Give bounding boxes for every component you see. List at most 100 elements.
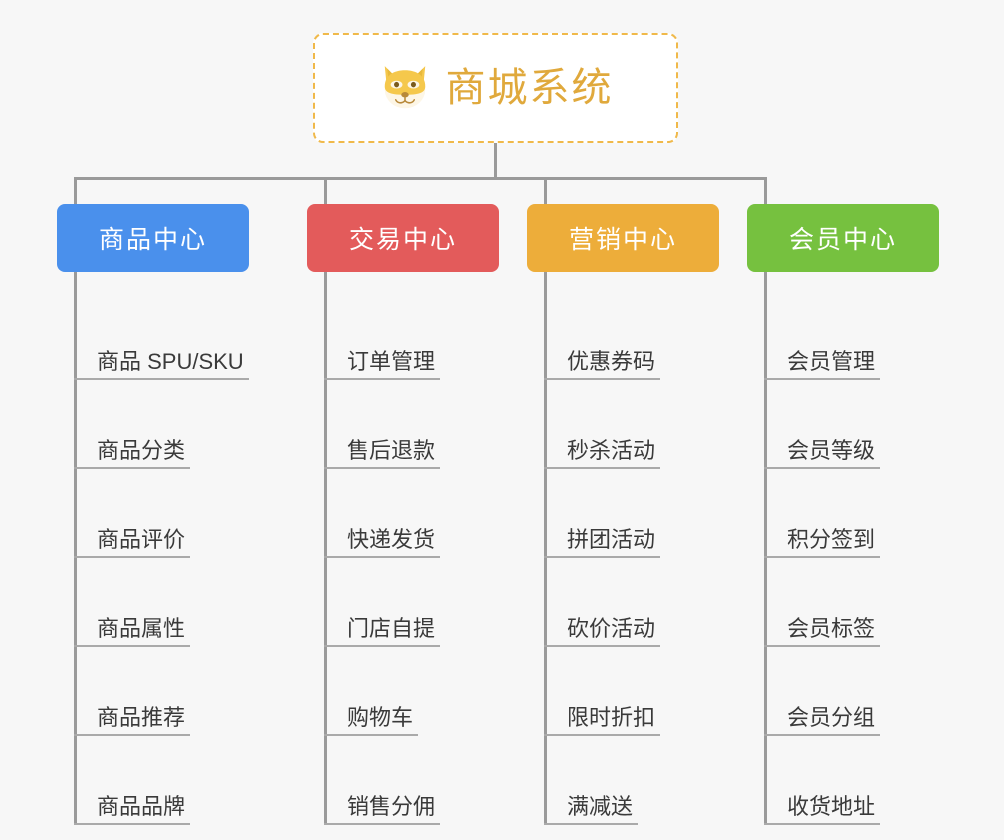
leaf-item[interactable]: 销售分佣: [307, 736, 499, 825]
leaf-underline: [764, 823, 880, 825]
root-title: 商城系统: [445, 66, 614, 110]
leaf-label: 商品推荐: [97, 704, 186, 730]
leaf-item[interactable]: 会员等级: [747, 380, 939, 469]
branch-column-2: 交易中心 订单管理 售后退款 快递发货 门店自提 购物车: [307, 204, 499, 825]
leaf-label: 秒杀活动: [567, 437, 656, 463]
leaf-underline: [764, 645, 880, 647]
leaf-underline: [544, 734, 660, 736]
leaf-underline: [74, 645, 190, 647]
leaf-underline: [324, 734, 418, 736]
leaf-underline: [544, 467, 660, 469]
leaf-label: 销售分佣: [347, 793, 436, 819]
leaf-item[interactable]: 门店自提: [307, 558, 499, 647]
branch-spine-1: [74, 272, 77, 823]
leaf-label: 商品属性: [97, 615, 186, 641]
leaf-label: 售后退款: [347, 437, 436, 463]
leaf-item[interactable]: 订单管理: [307, 291, 499, 380]
leaf-underline: [74, 823, 190, 825]
leaf-label: 会员等级: [787, 437, 876, 463]
branch-spine-3: [544, 272, 547, 823]
branch-title-1: 商品中心: [98, 226, 207, 254]
branch-title-4: 会员中心: [788, 226, 897, 254]
leaf-label: 商品评价: [97, 526, 186, 552]
leaf-underline: [74, 556, 190, 558]
leaf-underline: [324, 823, 440, 825]
leaf-item[interactable]: 会员标签: [747, 558, 939, 647]
leaf-underline: [74, 467, 190, 469]
branch-spine-2: [324, 272, 327, 823]
leaf-item[interactable]: 会员管理: [747, 291, 939, 380]
connector-drop-4: [764, 177, 767, 204]
branch-spine-4: [764, 272, 767, 823]
leaf-label: 会员分组: [787, 704, 876, 730]
branch-column-4: 会员中心 会员管理 会员等级 积分签到 会员标签 会员分组: [747, 204, 939, 825]
leaf-item[interactable]: 拼团活动: [527, 469, 719, 558]
leaf-item[interactable]: 商品评价: [57, 469, 249, 558]
leaf-underline: [764, 378, 880, 380]
leaf-list-1: 商品 SPU/SKU 商品分类 商品评价 商品属性 商品推荐 商品品牌: [57, 272, 249, 825]
leaf-label: 积分签到: [787, 526, 876, 552]
leaf-item[interactable]: 砍价活动: [527, 558, 719, 647]
leaf-label: 购物车: [347, 704, 414, 730]
branch-column-1: 商品中心 商品 SPU/SKU 商品分类 商品评价 商品属性 商品推荐: [57, 204, 249, 825]
connector-drop-3: [544, 177, 547, 204]
branch-header-1[interactable]: 商品中心: [57, 204, 249, 272]
leaf-label: 门店自提: [347, 615, 436, 641]
leaf-label: 砍价活动: [567, 615, 656, 641]
branch-column-3: 营销中心 优惠券码 秒杀活动 拼团活动 砍价活动 限时折扣: [527, 204, 719, 825]
leaf-item[interactable]: 收货地址: [747, 736, 939, 825]
connector-root-stem: [494, 143, 497, 179]
leaf-item[interactable]: 满减送: [527, 736, 719, 825]
leaf-label: 会员管理: [787, 348, 876, 374]
leaf-item[interactable]: 商品 SPU/SKU: [57, 291, 249, 380]
leaf-underline: [544, 823, 638, 825]
leaf-item[interactable]: 积分签到: [747, 469, 939, 558]
branch-header-2[interactable]: 交易中心: [307, 204, 499, 272]
leaf-item[interactable]: 会员分组: [747, 647, 939, 736]
leaf-item[interactable]: 优惠券码: [527, 291, 719, 380]
leaf-item[interactable]: 商品品牌: [57, 736, 249, 825]
leaf-underline: [544, 556, 660, 558]
leaf-item[interactable]: 限时折扣: [527, 647, 719, 736]
leaf-underline: [74, 734, 190, 736]
leaf-underline: [764, 556, 880, 558]
leaf-item[interactable]: 秒杀活动: [527, 380, 719, 469]
leaf-underline: [324, 378, 440, 380]
leaf-item[interactable]: 售后退款: [307, 380, 499, 469]
leaf-item[interactable]: 购物车: [307, 647, 499, 736]
leaf-label: 快递发货: [347, 526, 436, 552]
leaf-underline: [324, 556, 440, 558]
connector-drop-2: [324, 177, 327, 204]
leaf-item[interactable]: 商品分类: [57, 380, 249, 469]
branch-header-4[interactable]: 会员中心: [747, 204, 939, 272]
leaf-label: 商品 SPU/SKU: [97, 348, 244, 374]
root-node[interactable]: 商城系统: [313, 33, 678, 143]
connector-drop-1: [74, 177, 77, 204]
leaf-underline: [324, 467, 440, 469]
shiba-dog-face-icon: [384, 66, 425, 109]
leaf-label: 限时折扣: [567, 704, 656, 730]
leaf-label: 拼团活动: [567, 526, 656, 552]
leaf-underline: [764, 467, 880, 469]
connector-horizontal-bus: [74, 177, 767, 180]
branch-title-3: 营销中心: [568, 226, 677, 254]
leaf-label: 会员标签: [787, 615, 876, 641]
leaf-underline: [544, 645, 660, 647]
leaf-label: 收货地址: [787, 793, 876, 819]
leaf-label: 满减送: [567, 793, 634, 819]
leaf-label: 订单管理: [347, 348, 436, 374]
leaf-list-3: 优惠券码 秒杀活动 拼团活动 砍价活动 限时折扣 满减送: [527, 272, 719, 825]
leaf-label: 优惠券码: [567, 348, 656, 374]
leaf-underline: [324, 645, 440, 647]
leaf-item[interactable]: 商品推荐: [57, 647, 249, 736]
leaf-underline: [544, 378, 660, 380]
leaf-underline: [74, 378, 249, 380]
leaf-item[interactable]: 快递发货: [307, 469, 499, 558]
branch-header-3[interactable]: 营销中心: [527, 204, 719, 272]
leaf-list-4: 会员管理 会员等级 积分签到 会员标签 会员分组 收货地址: [747, 272, 939, 825]
leaf-underline: [764, 734, 880, 736]
leaf-item[interactable]: 商品属性: [57, 558, 249, 647]
leaf-label: 商品分类: [97, 437, 186, 463]
leaf-list-2: 订单管理 售后退款 快递发货 门店自提 购物车 销售分佣: [307, 272, 499, 825]
